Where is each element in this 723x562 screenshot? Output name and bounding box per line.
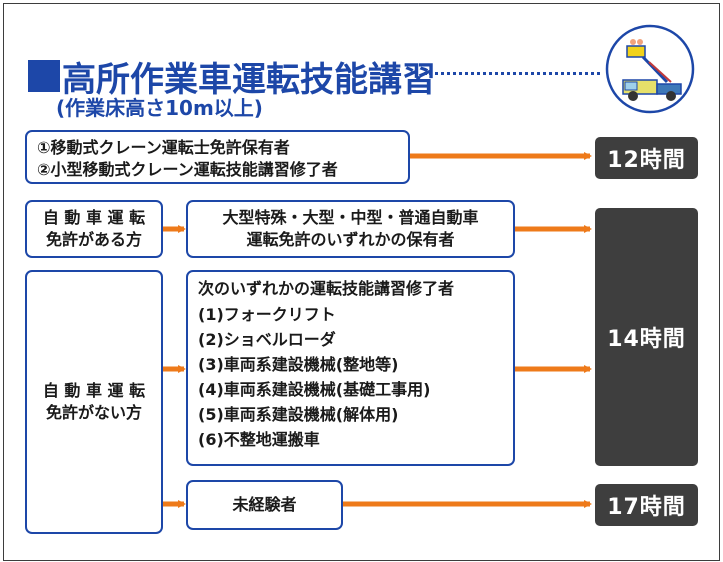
hours-12-box: 12時間: [595, 137, 698, 179]
course-item: (4)車両系建設機械(基礎工事用): [198, 380, 431, 399]
with-license-category-line-1: 自 動 車 運 転: [42, 208, 146, 227]
hours-14-box: 14時間: [595, 208, 698, 466]
completed-courses-title: 次のいずれかの運転技能講習修了者: [198, 279, 455, 298]
course-item: (6)不整地運搬車: [198, 430, 320, 449]
page-subtitle: (作業床高さ10m以上): [56, 96, 263, 120]
crane-license-line-2: ②小型移動式クレーン運転技能講習修了者: [37, 160, 338, 179]
page-title: 高所作業車運転技能講習: [62, 60, 436, 100]
title-marker: [28, 60, 60, 92]
course-item: (1)フォークリフト: [198, 305, 336, 324]
without-license-category-box: 自 動 車 運 転 免許がない方: [25, 270, 163, 534]
aerial-work-platform-truck-icon: [605, 24, 695, 114]
crane-license-box: ①移動式クレーン運転士免許保有者 ②小型移動式クレーン運転技能講習修了者: [25, 130, 410, 184]
hours-17-box: 17時間: [595, 484, 698, 526]
inexperienced-label: 未経験者: [232, 495, 297, 514]
inexperienced-box: 未経験者: [186, 480, 343, 530]
course-item: (2)ショベルローダ: [198, 330, 336, 349]
without-license-category-line-1: 自 動 車 運 転: [42, 381, 146, 400]
course-item: (3)車両系建設機械(整地等): [198, 355, 399, 374]
with-license-condition-line-2: 運転免許のいずれかの保有者: [246, 230, 455, 249]
crane-license-line-1: ①移動式クレーン運転士免許保有者: [37, 138, 290, 157]
completed-courses-box: 次のいずれかの運転技能講習修了者 (1)フォークリフト (2)ショベルローダ (…: [186, 270, 515, 466]
with-license-condition-box: 大型特殊・大型・中型・普通自動車 運転免許のいずれかの保有者: [186, 200, 515, 258]
with-license-category-box: 自 動 車 運 転 免許がある方: [25, 200, 163, 258]
course-item: (5)車両系建設機械(解体用): [198, 405, 399, 424]
with-license-category-line-2: 免許がある方: [45, 230, 142, 249]
title-dotted-leader: [424, 72, 600, 75]
outer-frame: [3, 3, 720, 561]
without-license-category-line-2: 免許がない方: [45, 403, 142, 422]
with-license-condition-line-1: 大型特殊・大型・中型・普通自動車: [222, 208, 479, 227]
